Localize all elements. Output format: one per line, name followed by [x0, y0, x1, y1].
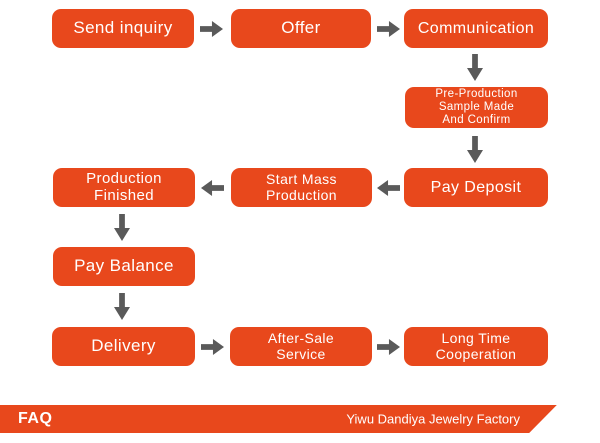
flow-node-start-mass-production: Start Mass Production	[231, 168, 372, 207]
flow-node-communication: Communication	[404, 9, 548, 48]
arrow-down-icon	[467, 136, 483, 163]
arrow-down-icon	[467, 54, 483, 81]
flow-node-delivery: Delivery	[52, 327, 195, 366]
flow-node-send-inquiry: Send inquiry	[52, 9, 194, 48]
footer-banner: FAQ Yiwu Dandiya Jewelry Factory	[0, 405, 557, 433]
flow-node-pay-balance: Pay Balance	[53, 247, 195, 286]
arrow-right-icon	[377, 21, 400, 37]
arrow-right-icon	[377, 339, 400, 355]
flow-node-offer: Offer	[231, 9, 371, 48]
flow-node-pay-deposit: Pay Deposit	[404, 168, 548, 207]
arrow-right-icon	[201, 339, 224, 355]
flow-node-after-sale-service: After-Sale Service	[230, 327, 372, 366]
arrow-down-icon	[114, 293, 130, 320]
flow-node-production-finished: Production Finished	[53, 168, 195, 207]
flow-node-long-time-cooperation: Long Time Cooperation	[404, 327, 548, 366]
arrow-left-icon	[377, 180, 400, 196]
flow-node-pre-production-sample: Pre-Production Sample Made And Confirm	[405, 87, 548, 128]
company-name: Yiwu Dandiya Jewelry Factory	[346, 411, 520, 427]
arrow-down-icon	[114, 214, 130, 241]
faq-heading: FAQ	[18, 410, 53, 427]
arrow-right-icon	[200, 21, 223, 37]
arrow-left-icon	[201, 180, 224, 196]
